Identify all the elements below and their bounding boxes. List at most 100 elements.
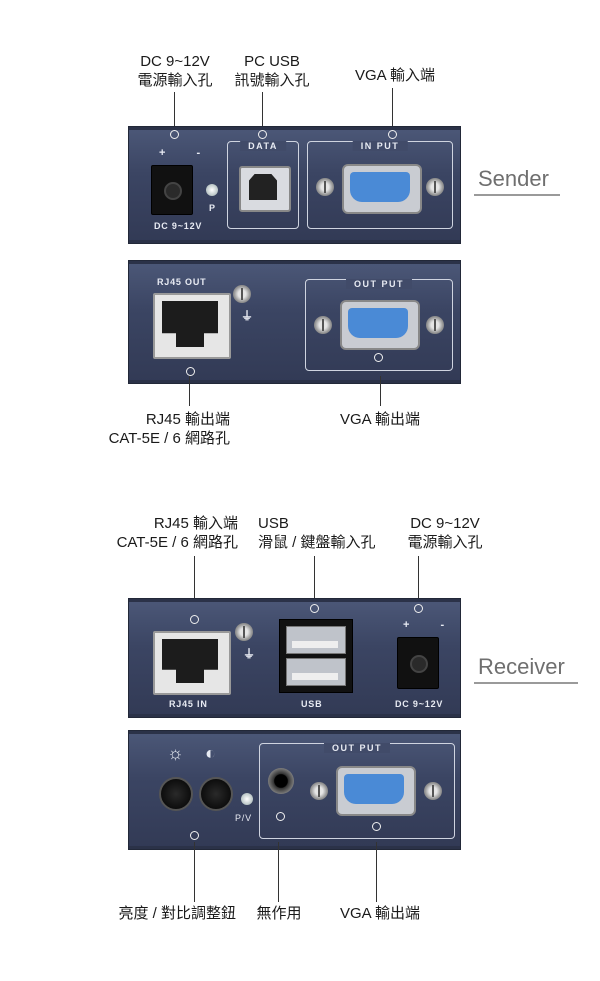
sender-p-label: P (209, 203, 216, 213)
screw-icon (426, 178, 444, 196)
panel-bottom-edge (129, 846, 460, 849)
ground-icon: ⏚ (243, 647, 256, 661)
receiver-rj45-in-label: RJ45 IN (169, 699, 208, 709)
receiver-knob-leader (194, 842, 195, 902)
receiver-back-panel: ☼ ◐ P/V OUT PUT (128, 730, 461, 850)
receiver-knob-callout: 亮度 / 對比調整鈕 (118, 905, 236, 922)
panel-top-edge (129, 599, 460, 602)
sender-rj45-leader (189, 376, 190, 406)
dc-jack-hole (410, 655, 428, 673)
receiver-usb-leader (314, 556, 315, 600)
sender-side-underline (474, 194, 560, 196)
receiver-pv-label: P/V (235, 813, 252, 823)
receiver-nouse-callout: 無作用 (256, 905, 302, 922)
screw-icon (426, 316, 444, 334)
receiver-dc-callout-line2: 電源輸入孔 (407, 534, 483, 551)
receiver-rj45-callout-line1: RJ45 輸入端 (153, 515, 238, 532)
ground-screw-icon (233, 285, 251, 303)
contrast-knob[interactable] (199, 777, 233, 811)
sender-vga-out-callout: VGA 輸出端 (339, 411, 421, 428)
sender-usb-marker (258, 130, 267, 139)
usb-a-tongue (292, 673, 338, 680)
sender-power-symbol: + - (159, 147, 215, 159)
sender-vga-out-port[interactable] (340, 300, 420, 350)
receiver-rj45-leader (194, 556, 195, 600)
sender-dc-callout-line2: 電源輸入孔 (137, 72, 213, 89)
panel-bottom-edge (129, 380, 460, 383)
sender-usb-callout: PC USB 訊號輸入孔 (222, 52, 322, 90)
usb-b-cavity (249, 174, 277, 200)
receiver-usb-callout: USB 滑鼠 / 鍵盤輸入孔 (258, 514, 376, 552)
sender-dc-jack[interactable] (151, 165, 193, 215)
receiver-side-label: Receiver (478, 654, 565, 679)
receiver-rj45-port[interactable] (153, 631, 231, 695)
screw-icon (424, 782, 442, 800)
sender-rj45-port[interactable] (153, 293, 231, 359)
receiver-power-symbol: + - (403, 619, 459, 631)
sender-dc-callout-line1: DC 9~12V (140, 53, 210, 70)
sender-led (206, 184, 218, 196)
sender-data-frame: DATA (227, 141, 299, 229)
sender-out-put-label: OUT PUT (346, 279, 412, 289)
screw-icon (314, 316, 332, 334)
sender-data-label: DATA (240, 141, 286, 151)
sender-dc-marker (170, 130, 179, 139)
receiver-rj45-callout-line2: CAT-5E / 6 網路孔 (116, 534, 238, 551)
receiver-usb-ports (279, 619, 353, 693)
receiver-dc-leader (418, 556, 419, 600)
receiver-dc-marker (414, 604, 423, 613)
dc-jack-hole (164, 182, 182, 200)
contrast-icon: ◐ (205, 743, 217, 763)
sender-in-put-frame: IN PUT (307, 141, 453, 229)
sender-dc-callout: DC 9~12V 電源輸入孔 (120, 52, 230, 90)
receiver-pv-led (241, 793, 253, 805)
receiver-audio-jack[interactable] (268, 768, 294, 794)
receiver-usb-label: USB (301, 699, 323, 709)
ground-icon: ⏚ (241, 309, 254, 323)
rj45-cavity (162, 639, 218, 683)
receiver-nouse-marker (276, 812, 285, 821)
receiver-rj45-marker (190, 615, 199, 624)
sender-vga-in-port[interactable] (342, 164, 422, 214)
receiver-usb-callout-line2: 滑鼠 / 鍵盤輸入孔 (258, 534, 376, 551)
ground-screw-icon (235, 623, 253, 641)
sender-vga-out-marker (374, 353, 383, 362)
brightness-icon: ☼ (167, 743, 185, 763)
usb-a-tongue (292, 641, 338, 648)
receiver-dc-callout: DC 9~12V 電源輸入孔 (390, 514, 500, 552)
receiver-vga-out-port[interactable] (336, 766, 416, 816)
vga-pin-block (348, 308, 408, 338)
sender-rj45-callout-line2: CAT-5E / 6 網路孔 (108, 430, 230, 447)
sender-dc-leader (174, 92, 175, 128)
receiver-out-put-label: OUT PUT (324, 743, 390, 753)
usb-a-port-upper[interactable] (286, 626, 346, 654)
sender-in-put-label: IN PUT (352, 141, 408, 151)
sender-vga-out-leader (380, 376, 381, 406)
sender-usb-leader (262, 92, 263, 128)
sender-usb-b-port[interactable] (239, 166, 291, 212)
panel-bottom-edge (129, 714, 460, 717)
receiver-dc-jack[interactable] (397, 637, 439, 689)
rj45-cavity (162, 301, 218, 347)
receiver-side-underline (474, 682, 578, 684)
receiver-vga-out-leader (376, 842, 377, 902)
receiver-dc-label: DC 9~12V (395, 699, 444, 709)
sender-front-panel: + - DC 9~12V P DATA IN PUT (128, 126, 461, 244)
receiver-front-panel: RJ45 IN ⏚ USB + - DC 9~12V (128, 598, 461, 718)
sender-back-panel: RJ45 OUT ⏚ OUT PUT (128, 260, 461, 384)
vga-pin-block (350, 172, 410, 202)
sender-rj45-out-label: RJ45 OUT (157, 277, 207, 287)
receiver-knob-marker (190, 831, 199, 840)
sender-side-label: Sender (478, 166, 549, 191)
screw-icon (316, 178, 334, 196)
sender-usb-callout-line2: 訊號輸入孔 (234, 72, 310, 89)
usb-a-port-lower[interactable] (286, 658, 346, 686)
receiver-out-put-frame: OUT PUT (259, 743, 455, 839)
receiver-usb-marker (310, 604, 319, 613)
receiver-vga-out-marker (372, 822, 381, 831)
panel-top-edge (129, 127, 460, 130)
receiver-dc-callout-line1: DC 9~12V (410, 515, 480, 532)
sender-rj45-callout: RJ45 輸出端 CAT-5E / 6 網路孔 (80, 410, 230, 448)
sender-vga-in-leader (392, 88, 393, 128)
brightness-knob[interactable] (159, 777, 193, 811)
